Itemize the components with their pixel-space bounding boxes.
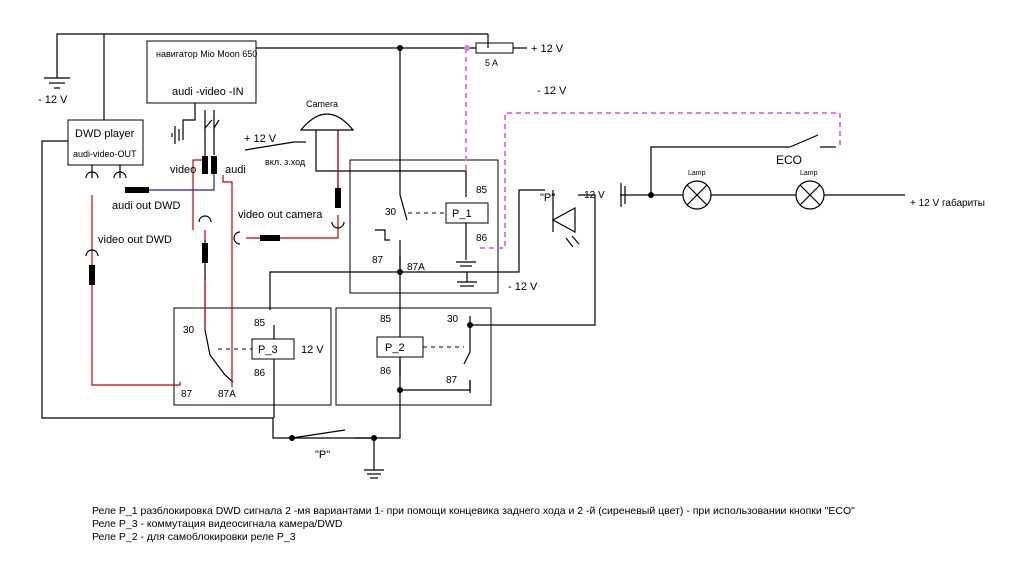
junction-dots [289,45,654,441]
dvd-player-label: DWD player [75,128,135,140]
device-boxes [67,40,514,406]
audio-out-dvd-label: audi out DWD [112,200,181,212]
p1-pin-87: 87 [372,255,384,266]
p1-pin-86: 86 [476,233,488,244]
p1-pin-87a: 87A [407,262,425,273]
dvd-player-box [67,119,144,166]
fuse-5a [475,42,514,54]
p3-12v-label: 12 V [301,344,324,356]
black-wires [41,33,905,479]
camera-label: Camera [306,99,338,109]
p-diode-label: "P" [540,192,555,204]
lamp-icons [682,180,825,210]
plus12-top-label: + 12 V [531,43,564,55]
jack-symbols [85,165,345,257]
video-out-camera-label: video out camera [238,209,323,221]
relay-dashed-links [218,212,464,350]
pink-eco-line [465,48,841,249]
p2-pin-87: 87 [446,375,458,386]
p3-pin-85: 85 [254,318,266,329]
minus12-left-label: - 12 V [38,94,68,106]
note-p2: Реле P_2 - для самоблокировки реле P_3 [92,531,296,543]
reverse-on-label: вкл. з.ход [265,157,306,167]
p1-coil [445,202,489,224]
p2-coil-label: P_2 [385,342,405,354]
minus12-diode-label: - 12 V [578,190,605,201]
relay-p2-box [335,307,492,406]
lamp1-label: Lamp [688,170,706,177]
lamp2-label: Lamp [800,170,818,177]
p2-pin-86: 86 [380,366,392,377]
plus12-camera-label: + 12 V [244,133,277,145]
navigator-label: навигатор Mio Moon 650 [156,49,257,59]
camera-icon [299,113,355,131]
p1-pin-30: 30 [385,207,397,218]
diode-icon [551,200,580,248]
relay-p3-box [173,307,332,406]
p1-pin-85: 85 [476,185,488,196]
video-label: video [170,164,196,176]
fuse-label: 5 A [485,58,498,68]
p3-pin-86: 86 [254,368,266,379]
p2-pin-30: 30 [447,314,459,325]
minus12-mid-label: - 12 V [508,281,538,293]
diagram-labels: навигатор Mio Moon 650 audi -video -IN D… [38,43,985,461]
plus12-gabarity-label: + 12 V габариты [910,197,985,209]
p1-coil-label: P_1 [452,208,472,220]
minus12-top-label: - 12 V [537,85,567,97]
p3-pin-30: 30 [183,325,195,336]
dvd-av-out-label: audi-video-OUT [73,149,137,159]
note-p3: Реле P_3 - коммутация видеосигнала камер… [92,518,343,530]
connector-plugs [89,156,341,285]
notes-block: Реле P_1 разблокировка DWD сигнала 2 -мя… [92,505,855,544]
video-out-dvd-label: video out DWD [98,234,172,246]
navigator-box [146,40,257,104]
p3-coil-label: P_3 [258,344,278,356]
av-in-label: audi -video -IN [172,86,244,98]
p-switch-label: "P" [315,449,330,461]
eco-label: ECO [776,153,802,167]
audi-label: audi [225,164,246,176]
note-p1: Реле P_1 разблокировка DWD сигнала 2 -мя… [92,505,855,517]
p3-pin-87: 87 [181,389,193,400]
relay-p1-box [349,159,499,294]
p2-pin-85: 85 [380,314,392,325]
p3-pin-87a: 87A [218,389,236,400]
